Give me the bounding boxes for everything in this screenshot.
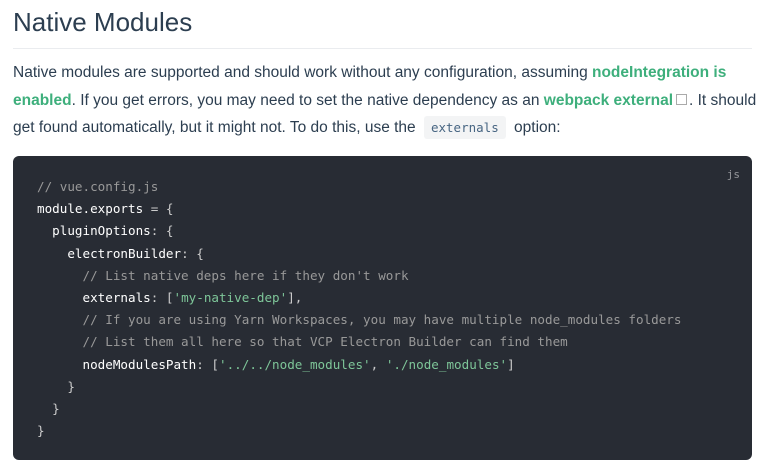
intro-paragraph: Native modules are supported and should … <box>13 59 763 142</box>
code-line: externals: ['my-native-dep'], <box>37 287 681 309</box>
code-token: nodeModulesPath <box>37 356 197 372</box>
section-heading: Native Modules <box>13 4 752 49</box>
code-token: 'my-native-dep' <box>173 290 288 306</box>
code-line: electronBuilder: { <box>37 243 681 265</box>
code-line: } <box>37 376 681 398</box>
code-token: './node_modules' <box>385 356 508 372</box>
code-token: : [ <box>196 356 219 372</box>
code-token: externals <box>37 290 151 306</box>
code-token: } <box>37 423 45 439</box>
text: . It should get found automatically, but… <box>13 91 757 137</box>
code-line: nodeModulesPath: ['../../node_modules', … <box>37 354 681 376</box>
code-line: } <box>37 420 681 442</box>
code-token: // List native deps here if they don't w… <box>37 267 409 283</box>
code-line: // List them all here so that VCP Electr… <box>37 331 681 353</box>
code-token: : { <box>181 245 204 261</box>
code-line: // If you are using Yarn Workspaces, you… <box>37 309 681 331</box>
code-line: // List native deps here if they don't w… <box>37 265 681 287</box>
code-line: } <box>37 398 681 420</box>
text: . If you get errors, you may need to set… <box>71 91 544 109</box>
code-token: module.exports <box>37 201 144 217</box>
code-token: electronBuilder <box>37 245 182 261</box>
code-token: ] <box>507 356 515 372</box>
code-token: ], <box>287 290 303 306</box>
inline-code-externals: externals <box>423 116 506 139</box>
language-label: js <box>726 168 740 181</box>
webpack-external-link[interactable]: webpack external <box>543 91 673 109</box>
node-integration-link[interactable]: nodeIntegration is enabled <box>13 64 727 109</box>
code-token: = { <box>143 201 174 217</box>
code-line: pluginOptions: { <box>37 220 681 242</box>
code-line: // vue.config.js <box>37 176 681 198</box>
code-content: // vue.config.js module.exports = { plugi… <box>37 176 681 442</box>
code-token: } <box>37 401 60 417</box>
code-token: } <box>37 378 75 394</box>
text: option: <box>509 119 561 136</box>
text: Native modules are supported and should … <box>13 64 592 81</box>
external-link-icon <box>676 93 687 105</box>
code-block: js // vue.config.js module.exports = { pl… <box>13 156 752 460</box>
code-token: pluginOptions <box>37 223 151 239</box>
code-token: , <box>370 356 386 372</box>
code-line: module.exports = { <box>37 198 681 220</box>
code-token: : { <box>150 223 174 239</box>
code-token: '../../node_modules' <box>218 356 371 372</box>
code-token: // List them all here so that VCP Electr… <box>37 334 568 350</box>
code-token: // vue.config.js <box>37 179 159 194</box>
code-token: // If you are using Yarn Workspaces, you… <box>37 312 682 328</box>
code-token: : [ <box>150 290 174 306</box>
